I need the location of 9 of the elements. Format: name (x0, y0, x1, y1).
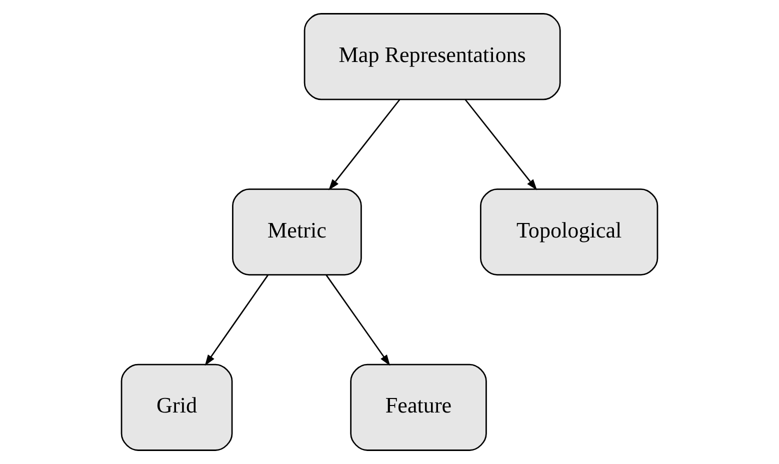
node-box: Feature (350, 364, 487, 451)
arrow (326, 274, 390, 366)
arrow (464, 99, 538, 190)
arrow (204, 274, 268, 366)
arrow (328, 99, 400, 190)
node-box: Grid (120, 364, 233, 451)
node-box: Map Representations (304, 13, 561, 100)
node-box: Metric (232, 188, 362, 276)
node-box: Topological (480, 188, 658, 276)
